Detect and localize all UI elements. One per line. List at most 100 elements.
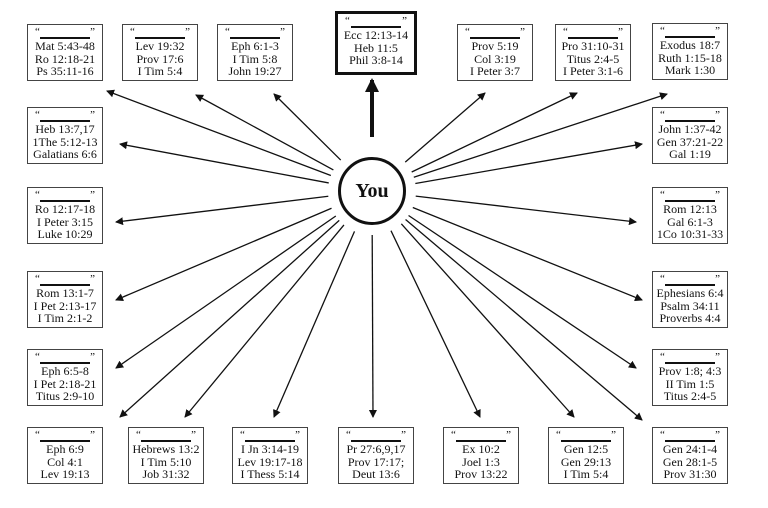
fill-in-blank-line bbox=[40, 284, 90, 286]
open-quote-mark: “ bbox=[345, 15, 350, 27]
scripture-reference: Rom 12:13 bbox=[663, 202, 717, 216]
quote-row: “” bbox=[28, 188, 102, 201]
arrow-to-top-1 bbox=[106, 89, 332, 177]
open-quote-mark: “ bbox=[556, 429, 561, 441]
scripture-reference: John 19:27 bbox=[228, 64, 282, 78]
scripture-reference: Titus 2:4-5 bbox=[663, 389, 717, 403]
quote-row: “” bbox=[28, 108, 102, 121]
scripture-reference: Prov 13:22 bbox=[454, 467, 508, 481]
fill-in-blank-line bbox=[245, 440, 295, 442]
open-quote-mark: “ bbox=[451, 429, 456, 441]
scripture-reference: I Jn 3:14-19 bbox=[241, 442, 299, 456]
center-you-circle: You bbox=[338, 157, 406, 225]
scripture-reference: Prov 5:19 bbox=[471, 39, 519, 53]
fill-in-blank-line bbox=[40, 362, 90, 364]
fill-in-blank-line bbox=[40, 120, 90, 122]
open-quote-mark: “ bbox=[660, 429, 665, 441]
fill-in-blank-line bbox=[40, 37, 90, 39]
open-quote-mark: “ bbox=[660, 25, 665, 37]
scripture-reference: Gen 37:21-22 bbox=[656, 134, 724, 149]
open-quote-mark: “ bbox=[35, 189, 40, 201]
close-quote-mark: ” bbox=[90, 351, 95, 363]
scripture-reference: Mark 1:30 bbox=[664, 63, 716, 77]
fill-in-blank-line bbox=[665, 284, 715, 286]
fill-in-blank-line bbox=[135, 37, 185, 39]
quote-row: “” bbox=[28, 25, 102, 38]
quote-row: “” bbox=[28, 428, 102, 441]
close-quote-mark: ” bbox=[90, 429, 95, 441]
open-quote-mark: “ bbox=[465, 26, 470, 38]
arrow-to-top-5 bbox=[404, 92, 486, 163]
open-quote-mark: “ bbox=[35, 429, 40, 441]
arrow-to-right-4 bbox=[408, 214, 637, 369]
scripture-reference: John 1:37-42 bbox=[658, 122, 722, 136]
close-quote-mark: ” bbox=[715, 189, 720, 201]
open-quote-mark: “ bbox=[346, 429, 351, 441]
quote-row: “” bbox=[28, 350, 102, 363]
close-quote-mark: ” bbox=[280, 26, 285, 38]
open-quote-mark: “ bbox=[240, 429, 245, 441]
center-label: You bbox=[355, 179, 389, 202]
close-quote-mark: ” bbox=[185, 26, 190, 38]
scripture-reference: Ephesians 6:4 bbox=[656, 286, 724, 300]
scripture-reference: Lev 19:32 bbox=[135, 39, 185, 53]
quote-row: “” bbox=[549, 428, 623, 441]
fill-in-blank-line bbox=[351, 440, 401, 442]
scripture-reference: Gen 12:5 bbox=[563, 442, 609, 456]
scripture-reference: Ps 35:11-16 bbox=[36, 64, 94, 78]
scripture-reference: Lev 19:17-18 bbox=[237, 454, 303, 469]
open-quote-mark: “ bbox=[660, 189, 665, 201]
scripture-reference: I Pet 2:13-17 bbox=[33, 298, 97, 313]
scripture-reference: Eph 6:9 bbox=[46, 442, 84, 456]
quote-row: “” bbox=[444, 428, 518, 441]
fill-in-blank-line bbox=[351, 26, 401, 28]
arrow-to-right-3 bbox=[412, 206, 643, 302]
scripture-reference: Titus 2:4-5 bbox=[566, 51, 620, 66]
open-quote-mark: “ bbox=[563, 26, 568, 38]
quote-row: “” bbox=[653, 428, 727, 441]
fill-in-blank-line bbox=[40, 440, 90, 442]
quote-row: “” bbox=[653, 188, 727, 201]
close-quote-mark: ” bbox=[520, 26, 525, 38]
close-quote-mark: ” bbox=[715, 109, 720, 121]
scripture-reference: Prov 31:30 bbox=[663, 467, 717, 481]
scripture-reference: Luke 10:29 bbox=[37, 227, 93, 241]
quote-row: “” bbox=[218, 25, 292, 38]
scripture-reference: Joel 1:3 bbox=[462, 454, 500, 469]
scripture-reference: Prov 17:6 bbox=[136, 51, 184, 66]
scripture-reference: Mat 5:43-48 bbox=[35, 39, 95, 53]
scripture-reference: 1The 5:12-13 bbox=[32, 134, 98, 149]
scripture-reference: Eph 6:5-8 bbox=[41, 364, 89, 378]
scripture-reference: Phil 3:8-14 bbox=[349, 53, 403, 67]
arrow-to-bottom-2 bbox=[184, 224, 345, 418]
arrow-to-bottom-6 bbox=[400, 223, 575, 418]
close-quote-mark: ” bbox=[715, 273, 720, 285]
scripture-reference: Eph 6:1-3 bbox=[231, 39, 279, 53]
close-quote-mark: ” bbox=[401, 429, 406, 441]
scripture-reference: Pr 27:6,9,17 bbox=[346, 442, 406, 456]
close-quote-mark: ” bbox=[90, 26, 95, 38]
fill-in-blank-line bbox=[568, 37, 618, 39]
fill-in-blank-line bbox=[665, 36, 715, 38]
quote-row: “” bbox=[458, 25, 532, 38]
scripture-reference: I Tim 5:10 bbox=[140, 454, 192, 469]
scripture-reference: Ro 12:17-18 bbox=[34, 202, 96, 216]
scripture-reference: Proverbs 4:4 bbox=[659, 311, 721, 325]
fill-in-blank-line bbox=[40, 200, 90, 202]
arrow-to-left-3 bbox=[115, 207, 332, 301]
scripture-reference: I Peter 3:1-6 bbox=[563, 64, 623, 78]
quote-row: “” bbox=[653, 350, 727, 363]
open-quote-mark: “ bbox=[660, 109, 665, 121]
close-quote-mark: ” bbox=[618, 26, 623, 38]
arrow-to-top-7 bbox=[413, 92, 668, 178]
quote-row: “” bbox=[653, 108, 727, 121]
scripture-reference: Heb 11:5 bbox=[354, 40, 398, 55]
quote-row: “” bbox=[129, 428, 203, 441]
scripture-reference: Ruth 1:15-18 bbox=[658, 50, 722, 65]
